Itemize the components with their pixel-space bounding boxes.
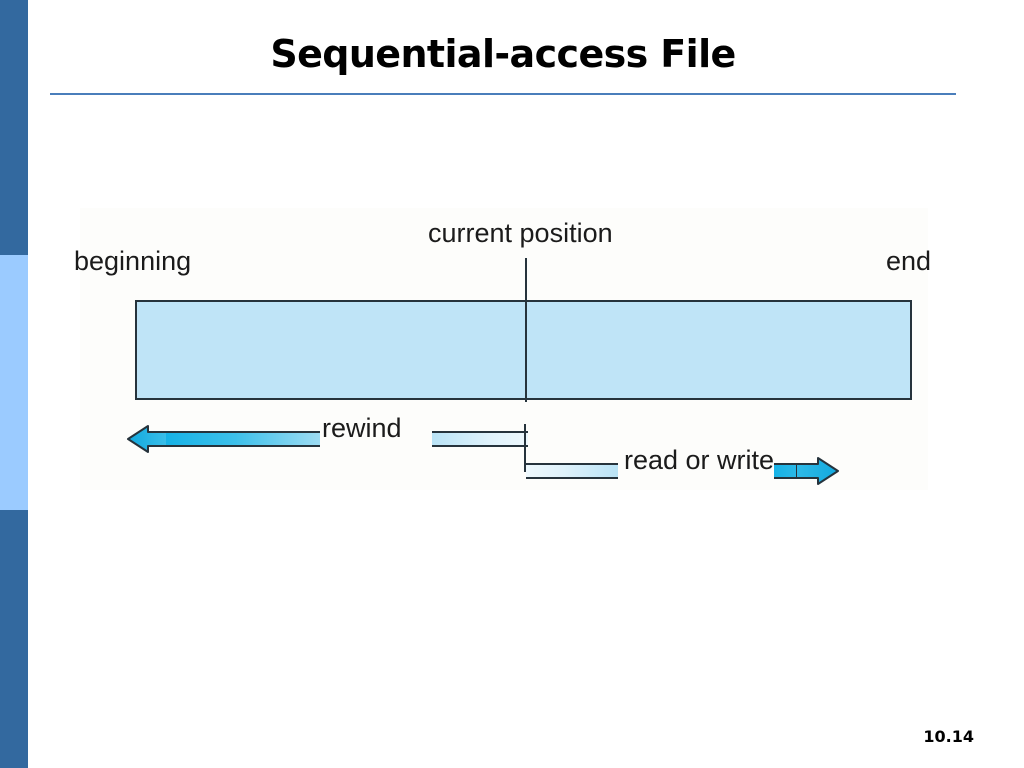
sidebar-band-top bbox=[0, 0, 28, 255]
arrow-right-icon bbox=[795, 456, 840, 486]
rewind-shaft-left bbox=[166, 431, 320, 447]
label-current-position: current position bbox=[428, 218, 613, 248]
page-title: Sequential-access File bbox=[270, 32, 736, 76]
slide-number: 10.14 bbox=[923, 727, 974, 746]
read-write-connector bbox=[524, 424, 526, 472]
label-end: end bbox=[886, 246, 932, 276]
current-position-marker bbox=[525, 258, 527, 402]
label-beginning: beginning bbox=[74, 246, 192, 276]
arrow-left-icon bbox=[126, 424, 171, 454]
rewind-arrow: rewind bbox=[126, 413, 528, 454]
label-rewind: rewind bbox=[322, 413, 402, 443]
title-divider bbox=[50, 93, 956, 95]
sidebar-band-middle bbox=[0, 255, 28, 510]
read-write-shaft-right bbox=[774, 463, 802, 479]
sequential-access-file-diagram: beginning current position end rew bbox=[74, 208, 932, 490]
rewind-shaft-right bbox=[432, 431, 528, 447]
sidebar-band-bottom bbox=[0, 510, 28, 768]
file-bar bbox=[135, 300, 912, 400]
label-read-or-write: read or write bbox=[624, 445, 775, 475]
read-write-shaft-left bbox=[526, 463, 618, 479]
read-or-write-arrow: read or write bbox=[526, 445, 839, 486]
